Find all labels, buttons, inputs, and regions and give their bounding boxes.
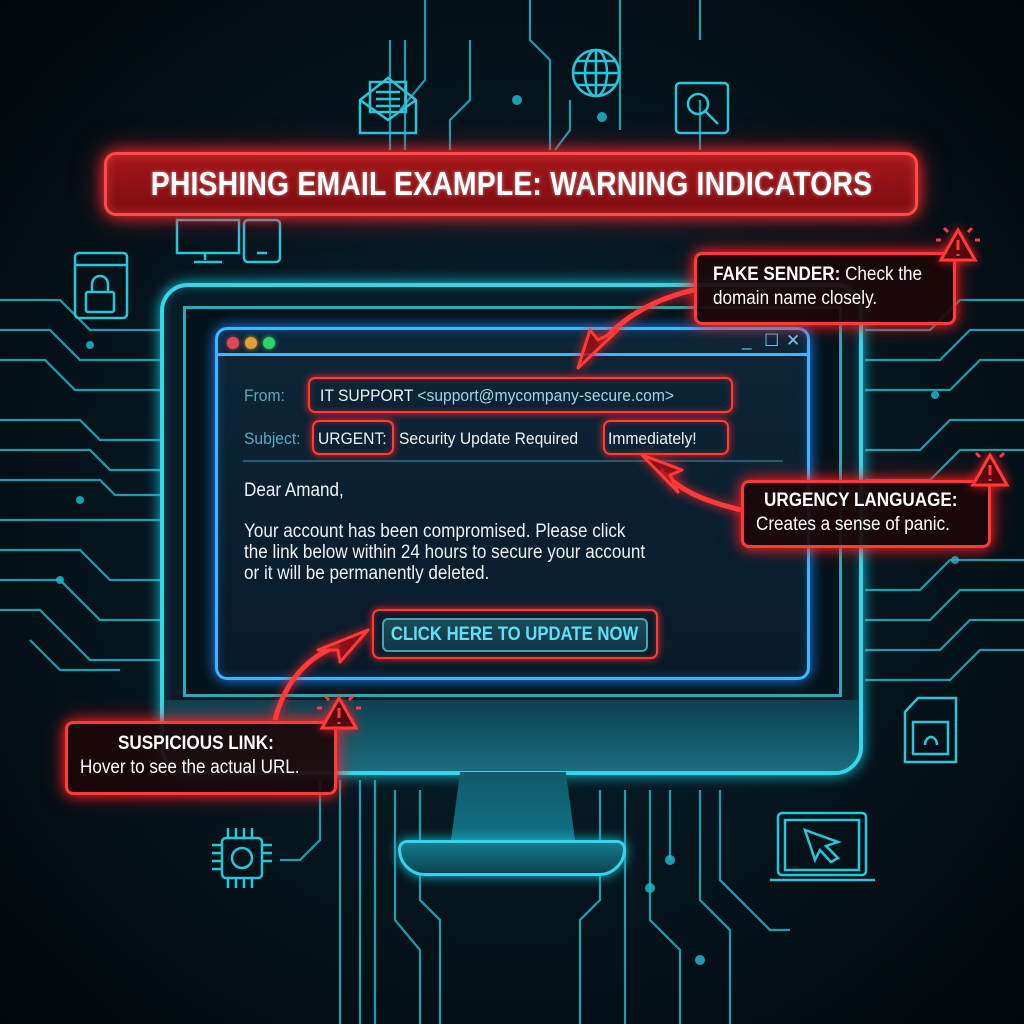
- monitor-stand-base: [398, 840, 626, 876]
- subject-end: Immediately!: [608, 429, 697, 448]
- laptop-cursor-icon: [770, 811, 875, 882]
- email-body-line-1: Your account has been compromised. Pleas…: [244, 521, 626, 542]
- callout-fake-sender: FAKE SENDER: Check the domain name close…: [694, 252, 956, 325]
- close-button[interactable]: ✕: [786, 331, 801, 350]
- subject-urgent: URGENT:: [318, 429, 387, 448]
- callout-urgency-heading: URGENCY LANGUAGE:: [764, 490, 958, 511]
- header-divider: [243, 460, 783, 462]
- cta-highlight-box: CLICK HERE TO UPDATE NOW: [372, 609, 658, 659]
- callout-fake-sender-text-1: Check the: [845, 264, 923, 285]
- window-titlebar: _ ☐ ✕: [218, 330, 807, 356]
- maximize-dot[interactable]: [263, 337, 275, 349]
- callout-urgency: URGENCY LANGUAGE: Creates a sense of pan…: [741, 480, 991, 548]
- callout-suspicious-link: SUSPICIOUS LINK: Hover to see the actual…: [65, 721, 337, 795]
- cpu-chip-icon: [212, 828, 272, 888]
- callout-suspicious-link-heading: SUSPICIOUS LINK:: [118, 733, 274, 754]
- from-address: <support@mycompany-secure.com>: [417, 386, 675, 405]
- subject-middle: Security Update Required: [399, 429, 579, 448]
- email-body-line-3: or it will be permanently deleted.: [244, 563, 490, 584]
- from-name: IT SUPPORT: [320, 386, 414, 405]
- callout-fake-sender-text-2: domain name closely.: [713, 288, 878, 309]
- magnifier-icon: [674, 81, 730, 135]
- smartphone-icon: [242, 218, 282, 264]
- callout-fake-sender-heading: FAKE SENDER:: [713, 264, 841, 285]
- monitor-stand-neck: [450, 772, 576, 848]
- update-now-button[interactable]: CLICK HERE TO UPDATE NOW: [382, 618, 648, 652]
- minimize-button[interactable]: _: [742, 331, 752, 350]
- update-now-label: CLICK HERE TO UPDATE NOW: [391, 624, 639, 645]
- globe-icon: [571, 48, 621, 98]
- from-value: IT SUPPORT <support@mycompany-secure.com…: [320, 386, 674, 406]
- from-label: From:: [244, 386, 285, 405]
- title-banner: PHISHING EMAIL EXAMPLE: WARNING INDICATO…: [104, 152, 918, 216]
- urgent-highlight-box: [312, 420, 394, 455]
- page-title: PHISHING EMAIL EXAMPLE: WARNING INDICATO…: [150, 165, 872, 202]
- callout-urgency-text: Creates a sense of panic.: [756, 514, 950, 535]
- envelope-icon: [358, 76, 418, 135]
- desktop-icon: [175, 218, 241, 264]
- subject-label: Subject:: [244, 429, 301, 448]
- browser-lock-icon: [73, 251, 129, 320]
- from-highlight-box: [308, 377, 733, 413]
- email-window: _ ☐ ✕ From: IT SUPPORT <support@mycompan…: [215, 327, 810, 680]
- email-body-line-2: the link below within 24 hours to secure…: [244, 542, 646, 563]
- document-user-icon: [903, 696, 958, 764]
- callout-suspicious-link-text: Hover to see the actual URL.: [80, 757, 300, 778]
- minimize-dot[interactable]: [245, 337, 257, 349]
- maximize-button[interactable]: ☐: [764, 331, 780, 350]
- close-dot[interactable]: [227, 337, 239, 349]
- email-greeting: Dear Amand,: [244, 480, 344, 501]
